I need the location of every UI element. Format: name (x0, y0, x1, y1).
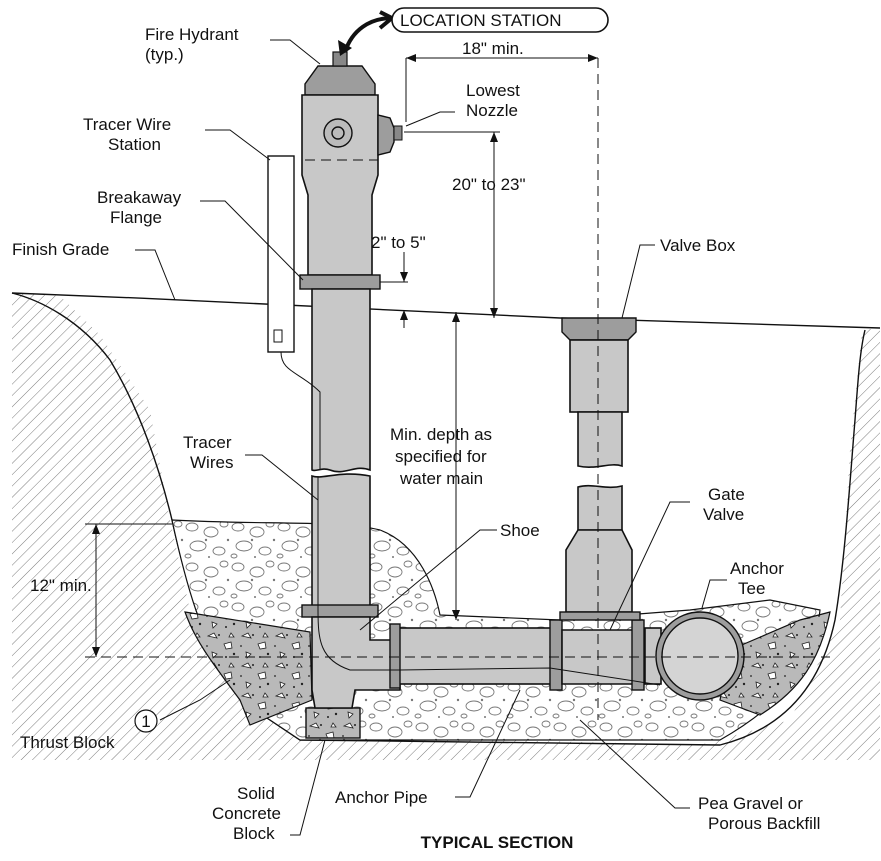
lower-flange (301, 604, 379, 618)
gate-valve-label-1: Gate (708, 485, 745, 504)
location-station-label: LOCATION STATION (400, 11, 562, 30)
hydrant-bonnet (304, 65, 376, 96)
dim-2-5in-label: 2" to 5" (371, 233, 426, 252)
diagram-title: TYPICAL SECTION (421, 833, 574, 852)
min-depth-label-1: Min. depth as (390, 425, 492, 444)
tracer-wires-label-1: Tracer (183, 433, 232, 452)
breakaway-label-1: Breakaway (97, 188, 182, 207)
lowest-nozzle-label-1: Lowest (466, 81, 520, 100)
gravel-depth-label: 12" min. (30, 576, 92, 595)
anchor-tee-label-2: Tee (738, 579, 765, 598)
trench-soil (12, 293, 880, 760)
dim-20-23in-label: 20" to 23" (452, 175, 526, 194)
dim-min-depth (452, 312, 460, 620)
shoe-label: Shoe (500, 521, 540, 540)
min-depth-label-2: specified for (395, 447, 487, 466)
breakaway-flange (299, 274, 381, 290)
anchor-tee-label-1: Anchor (730, 559, 784, 578)
pumper-nozzle (323, 118, 353, 148)
solid-block-label-3: Block (233, 824, 275, 843)
tracer-wire-station (267, 155, 295, 353)
thrust-block-ref-circle (134, 709, 158, 733)
valve-box-top (561, 317, 637, 341)
location-station-box (391, 7, 609, 33)
leaders (135, 39, 727, 836)
dim-20-23in (404, 131, 500, 318)
valve-box-upper (569, 339, 629, 413)
lowest-nozzle-label-2: Nozzle (466, 101, 518, 120)
anchor-pipe-label: Anchor Pipe (335, 788, 428, 807)
dim-18in (405, 54, 598, 122)
side-nozzle (377, 114, 395, 156)
thrust-block-label: Thrust Block (20, 733, 115, 752)
tracer-wires-label-2: Wires (190, 453, 233, 472)
valve-box-label: Valve Box (660, 236, 736, 255)
solid-concrete-block (305, 707, 361, 739)
hydrant-shoe (311, 616, 401, 709)
tracer-station-label-1: Tracer Wire (83, 115, 171, 134)
hydrant-riser-lower (311, 473, 371, 611)
dim-12in (85, 523, 172, 657)
tracer-station-label-2: Station (108, 135, 161, 154)
pea-gravel-label-2: Porous Backfill (708, 814, 820, 833)
valve-box-base (565, 529, 633, 613)
valve-box-lower-b (577, 484, 623, 531)
thrust-block-left (184, 611, 313, 726)
finish-grade-line (11, 292, 881, 329)
solid-block-label-1: Solid (237, 784, 275, 803)
anchor-pipe (394, 627, 556, 685)
fire-hydrant-label-1: Fire Hydrant (145, 25, 239, 44)
solid-block-label-2: Concrete (212, 804, 281, 823)
pea-gravel-label-1: Pea Gravel or (698, 794, 803, 813)
hydrant-riser (311, 288, 371, 473)
location-station-arrow (343, 10, 396, 53)
fire-hydrant-label-2: (typ.) (145, 45, 184, 64)
thrust-block-ref: 1 (141, 712, 150, 731)
dim-2-5in (380, 252, 408, 328)
gate-valve-label-2: Valve (703, 505, 744, 524)
dim-18in-label: 18" min. (462, 39, 524, 58)
tracer-wire (280, 351, 661, 686)
finish-grade-label: Finish Grade (12, 240, 109, 259)
min-depth-label-3: water main (399, 469, 483, 488)
breakaway-label-2: Flange (110, 208, 162, 227)
thrust-block-right (719, 611, 831, 716)
valve-box-lower-a (577, 411, 623, 468)
